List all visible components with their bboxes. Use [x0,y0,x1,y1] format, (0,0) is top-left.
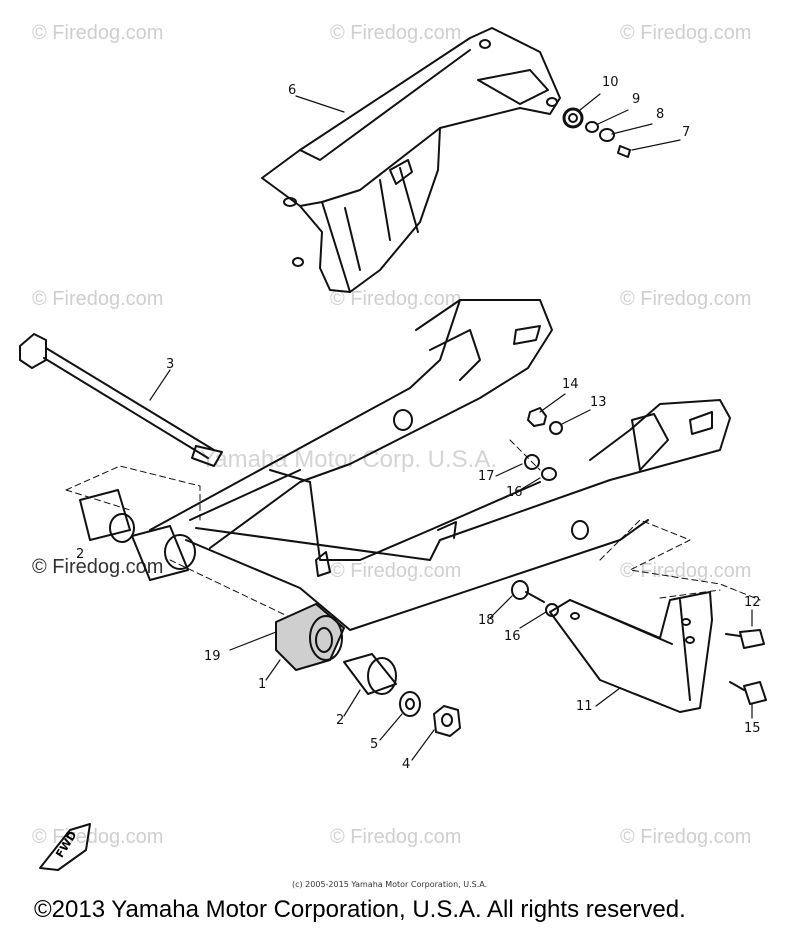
bracket-part [549,591,713,713]
watermark-center: Yamaha Motor Corp. U.S.A. [200,446,497,473]
chain-guard-part [261,27,561,293]
pivot-hardware [343,653,461,737]
bracket-bolt-18 [511,580,559,617]
small-copyright: (c) 2005-2015 Yamaha Motor Corporation, … [292,880,488,889]
watermark: © Firedog.com [620,560,752,582]
axle-hardware [524,407,563,481]
watermark: © Firedog.com [32,826,164,848]
callout-9: 9 [632,92,641,107]
callout-15: 15 [744,721,761,736]
watermark: © Firedog.com [620,22,752,44]
fwd-arrow-icon [39,823,91,871]
left-bushings [79,489,196,581]
pivot-bushing-part [275,603,345,671]
callout-16: 16 [506,485,523,500]
leader-lines [149,93,753,761]
callout-13: 13 [590,395,607,410]
callout-12: 12 [744,595,761,610]
bracket-bolts-12-15 [725,629,767,705]
watermark: © Firedog.com [330,288,462,310]
watermark: © Firedog.com [32,22,164,44]
callout-17: 17 [478,469,495,484]
callout-3: 3 [166,357,175,372]
watermark: © Firedog.com [620,288,752,310]
callout-8: 8 [656,107,665,122]
callout-11: 11 [576,699,593,714]
guard-fasteners [562,107,631,158]
swingarm-part [149,299,731,631]
callout-7: 7 [682,125,691,140]
callout-14: 14 [562,377,579,392]
watermark: © Firedog.com [330,560,462,582]
callout-2: 2 [336,713,345,728]
watermark: © Firedog.com [330,22,462,44]
callout-19: 19 [204,649,221,664]
watermark: © Firedog.com [620,826,752,848]
callout-4: 4 [402,757,411,772]
callout-16-lower: 16 [504,629,521,644]
watermark: © Firedog.com [330,826,462,848]
callout-6: 6 [288,83,297,98]
callout-1: 1 [258,677,267,692]
callout-2-left: 2 [76,547,85,562]
pivot-shaft-part [19,333,223,467]
callout-18: 18 [478,613,495,628]
callout-5: 5 [370,737,379,752]
watermark: © Firedog.com [32,288,164,310]
callout-10: 10 [602,75,619,90]
watermark: © Firedog.com [32,556,164,578]
footer-copyright: ©2013 Yamaha Motor Corporation, U.S.A. A… [34,896,686,923]
